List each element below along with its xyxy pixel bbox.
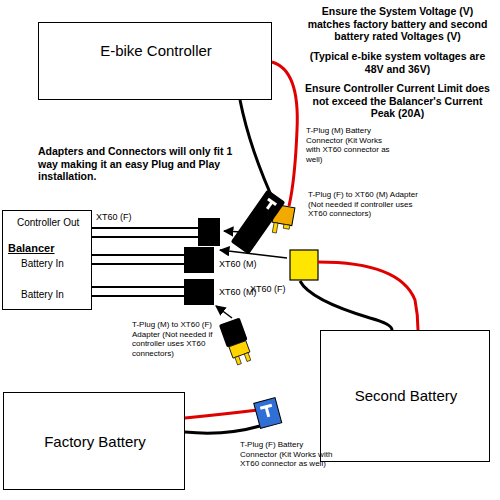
xt60-male [184,279,214,305]
t-plug-xt60-adapter [231,189,286,254]
box-title: Second Battery [321,387,491,405]
battery-black-wire [300,281,392,330]
xt60-female [198,218,220,246]
arrow [224,231,242,232]
box-title: Balancer [8,242,88,255]
box-title: Factory Battery [4,433,186,451]
connector-label: XT60 (M) [219,259,279,270]
wire [92,236,198,238]
connector-label: T-Plug (M) to XT60 (F) Adapter (Not need… [132,320,222,358]
xt60-female [290,250,318,280]
wire [92,254,184,256]
controller-box: E-bike Controller [38,22,272,100]
connector-label: T-Plug (F) Battery Connector (Kit Works … [240,440,335,469]
factory-black-wire [185,426,260,433]
connector-label: XT60 (F) [250,284,310,295]
note: (Typical e-bike system voltages are 48V … [300,50,495,75]
connector-label: XT60 (F) [96,212,156,223]
wire [92,295,184,297]
connector-label: T-Plug (M) Battery Connector (Kit Works … [306,126,398,164]
note: Ensure Controller Current Limit does not… [300,82,495,120]
arrow [220,250,287,258]
battery-red-wire [318,262,418,330]
battery-box: Factory Battery [3,392,185,490]
factory-red-wire [185,410,258,418]
balancer-box: Controller OutBalancerBattery In Battery … [2,210,92,310]
note: Ensure the System Voltage (V) matches fa… [300,5,495,43]
port-name: Battery In [21,258,91,270]
xt60-t-plug-adapter [219,317,255,366]
controller-red-wire [272,62,297,206]
port-name: Battery In [21,289,91,301]
note: Adapters and Connectors will only fit 1 … [38,145,233,183]
battery-box: Second Battery [320,330,490,462]
t-plug-female [254,398,282,429]
controller-black-wire [240,100,276,206]
xt60-male [184,247,214,273]
port-name: Controller Out [17,217,91,229]
box-title: E-bike Controller [39,42,273,60]
wire [92,227,198,229]
wire [92,286,184,288]
connector-label: T-Plug (F) to XT60 (M) Adapter (Not need… [308,190,418,219]
arrow [216,306,232,318]
wire [92,263,184,265]
